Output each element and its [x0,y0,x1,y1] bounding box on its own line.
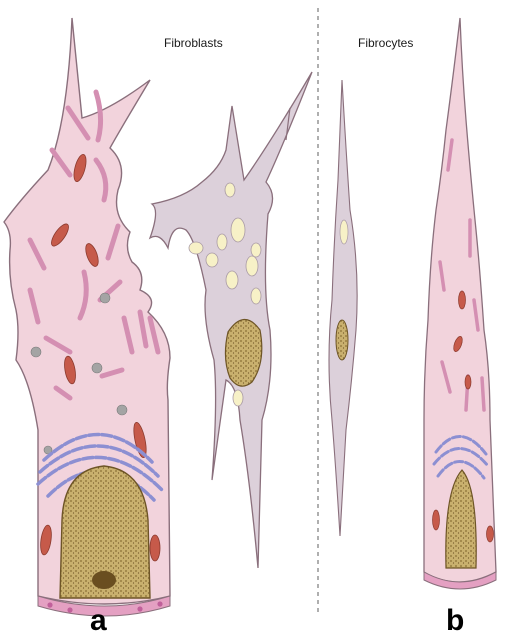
fibroblast-b [150,72,312,568]
fibroblast-a [4,18,170,616]
fibrocyte-a-membrane [329,80,357,536]
fibroblast-b-membrane [150,72,312,568]
fibrocyte-b [424,18,496,589]
panel-label-a: a [90,604,107,638]
fibrocyte-a-vacuole [340,220,348,244]
fibrocytes-header: Fibrocytes [358,36,413,50]
fibroblasts-header: Fibroblasts [164,36,223,50]
panel-label-b: b [446,604,464,638]
fibrocyte-a-nucleus [336,320,348,360]
fibrocyte-a [329,80,357,536]
fibroblast-a-nucleolus [92,571,116,589]
